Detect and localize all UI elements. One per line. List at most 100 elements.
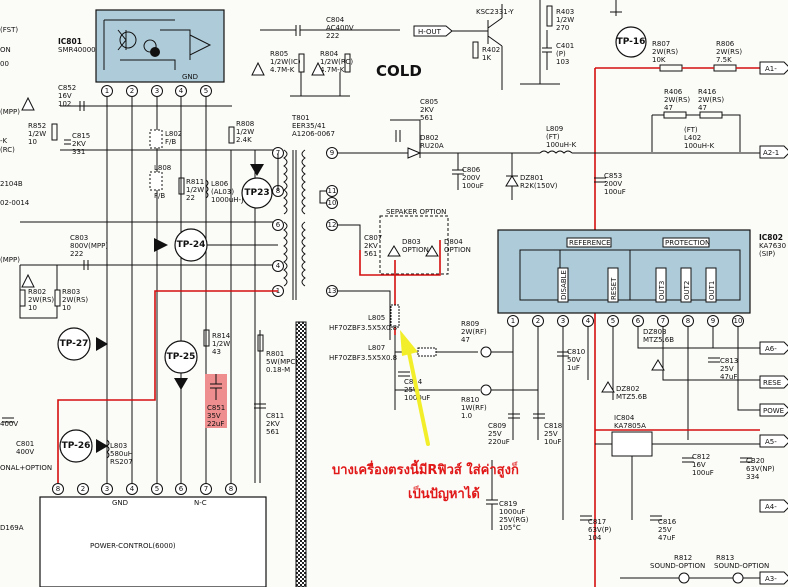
svg-text:C805: C805 xyxy=(420,98,438,106)
r809: R809 2W(RF) 47 xyxy=(461,320,492,358)
svg-text:SOUND-OPTION: SOUND-OPTION xyxy=(714,562,769,570)
svg-text:47: 47 xyxy=(461,336,470,344)
r804: R804 1/2W(RC) 4.7M-K xyxy=(320,50,353,74)
l802: L802 F/B xyxy=(149,129,182,149)
svg-text:400V: 400V xyxy=(16,448,34,456)
svg-text:400V: 400V xyxy=(0,420,18,428)
svg-text:DZ803: DZ803 xyxy=(643,328,667,336)
svg-text:TP-27: TP-27 xyxy=(60,339,89,349)
svg-text:3: 3 xyxy=(561,317,565,325)
svg-text:10: 10 xyxy=(734,317,743,325)
svg-text:334: 334 xyxy=(746,473,760,481)
svg-text:10: 10 xyxy=(62,304,71,312)
transistor-ksc2331: KSC2331-Y xyxy=(452,4,514,90)
left-vertical-wires xyxy=(20,97,278,483)
c811: C811 2KV 561 xyxy=(254,403,284,436)
svg-text:10uF: 10uF xyxy=(544,438,561,446)
svg-text:5: 5 xyxy=(155,485,159,493)
svg-text:35V: 35V xyxy=(207,412,221,420)
svg-text:POWE: POWE xyxy=(763,407,784,415)
svg-text:C815: C815 xyxy=(72,132,90,140)
r812: R812 SOUND-OPTION xyxy=(650,554,705,584)
svg-text:2W(RS): 2W(RS) xyxy=(716,48,742,56)
svg-text:47: 47 xyxy=(698,104,707,112)
svg-text:100uF: 100uF xyxy=(692,469,714,477)
c818: C818 25V 10uF xyxy=(533,413,562,446)
svg-text:10: 10 xyxy=(328,199,337,207)
svg-text:R807: R807 xyxy=(652,40,670,48)
svg-text:6: 6 xyxy=(179,485,184,493)
svg-text:MTZ5.6B: MTZ5.6B xyxy=(616,393,647,401)
svg-text:25V(RG): 25V(RG) xyxy=(499,516,529,524)
svg-text:7: 7 xyxy=(661,317,665,325)
svg-text:DZ801: DZ801 xyxy=(520,174,544,182)
svg-text:10: 10 xyxy=(28,138,37,146)
svg-text:2W(RS): 2W(RS) xyxy=(698,96,724,104)
tp-23: TP23 xyxy=(241,164,273,209)
svg-text:1/2W: 1/2W xyxy=(212,340,230,348)
r805: R805 1/2W(IC) 4.7M-K xyxy=(270,50,350,97)
svg-text:103: 103 xyxy=(556,58,569,66)
ic801: IC801 SMR40000 GND xyxy=(58,9,225,83)
l808: L808 F/B xyxy=(149,164,171,200)
svg-text:43: 43 xyxy=(212,348,221,356)
svg-text:MTZ5.6B: MTZ5.6B xyxy=(643,336,674,344)
svg-text:63V(NP): 63V(NP) xyxy=(746,465,775,473)
svg-text:6: 6 xyxy=(276,221,281,229)
svg-text:RESET: RESET xyxy=(610,277,618,300)
svg-text:2: 2 xyxy=(81,485,85,493)
c803: C803 800V(MPP) 222 xyxy=(70,234,108,270)
power-control-block: GND N-C POWER-CONTROL(6000) xyxy=(39,496,267,587)
r806: R806 2W(RS) 7.5K xyxy=(713,40,742,72)
annotation-line-1: บางเครื่องตรงนี้มีRฟิวส์ ใส่ค่าสูงก็ xyxy=(332,459,519,478)
svg-text:3: 3 xyxy=(155,87,159,95)
l809: L809 (FT) 100uH-K xyxy=(539,125,760,154)
svg-text:KSC2331-Y: KSC2331-Y xyxy=(476,8,514,16)
annotation: บางเครื่องตรงนี้มีRฟิวส์ ใส่ค่าสูงก็ เป็… xyxy=(332,459,519,502)
dz802: DZ802 MTZ5.6B xyxy=(601,381,647,401)
svg-text:C816: C816 xyxy=(658,518,677,526)
svg-text:(RC): (RC) xyxy=(0,146,15,154)
svg-text:8: 8 xyxy=(56,485,60,493)
svg-text:C853: C853 xyxy=(604,172,622,180)
svg-text:L805: L805 xyxy=(368,314,385,322)
svg-text:R811: R811 xyxy=(186,178,204,186)
svg-text:A6-: A6- xyxy=(765,345,777,353)
tp-25: TP-25 xyxy=(164,340,198,390)
svg-text:5: 5 xyxy=(204,87,208,95)
c807: C807 2KV 561 xyxy=(364,234,382,258)
svg-text:7: 7 xyxy=(204,485,208,493)
svg-text:RESE: RESE xyxy=(763,379,781,387)
svg-text:SOUND-OPTION: SOUND-OPTION xyxy=(650,562,705,570)
svg-text:HF70ZBF3.5X5X0.8: HF70ZBF3.5X5X0.8 xyxy=(329,354,397,362)
svg-text:F/B: F/B xyxy=(165,138,176,146)
t801-secondary-wires xyxy=(277,152,395,340)
svg-text:10: 10 xyxy=(28,304,37,312)
svg-text:0.18-M: 0.18-M xyxy=(266,366,290,374)
svg-text:1/2W: 1/2W xyxy=(28,130,46,138)
svg-text:25V: 25V xyxy=(658,526,672,534)
svg-text:1/2W: 1/2W xyxy=(556,16,574,24)
svg-text:DZ802: DZ802 xyxy=(616,385,640,393)
svg-text:16V: 16V xyxy=(692,461,706,469)
svg-text:8: 8 xyxy=(686,317,690,325)
c852: C852 16V 102 xyxy=(58,84,85,111)
svg-text:1: 1 xyxy=(105,87,109,95)
svg-text:561: 561 xyxy=(364,250,377,258)
svg-text:D803: D803 xyxy=(402,238,421,246)
svg-text:222: 222 xyxy=(70,250,83,258)
svg-text:IC801: IC801 xyxy=(58,37,82,46)
svg-text:4: 4 xyxy=(586,317,591,325)
svg-text:SEPAKER OPTION: SEPAKER OPTION xyxy=(386,208,446,216)
svg-text:C803: C803 xyxy=(70,234,88,242)
svg-text:C852: C852 xyxy=(58,84,76,92)
svg-text:ON: ON xyxy=(0,46,11,54)
svg-text:C817: C817 xyxy=(588,518,606,526)
svg-text:L808: L808 xyxy=(154,164,171,172)
svg-text:R806: R806 xyxy=(716,40,735,48)
svg-text:2W(RS): 2W(RS) xyxy=(664,96,690,104)
svg-text:L803: L803 xyxy=(110,442,127,450)
svg-text:D802: D802 xyxy=(420,134,439,142)
l805: L805 HF70ZBF3.5X5X0.8 xyxy=(329,304,400,332)
svg-text:C812: C812 xyxy=(692,453,710,461)
